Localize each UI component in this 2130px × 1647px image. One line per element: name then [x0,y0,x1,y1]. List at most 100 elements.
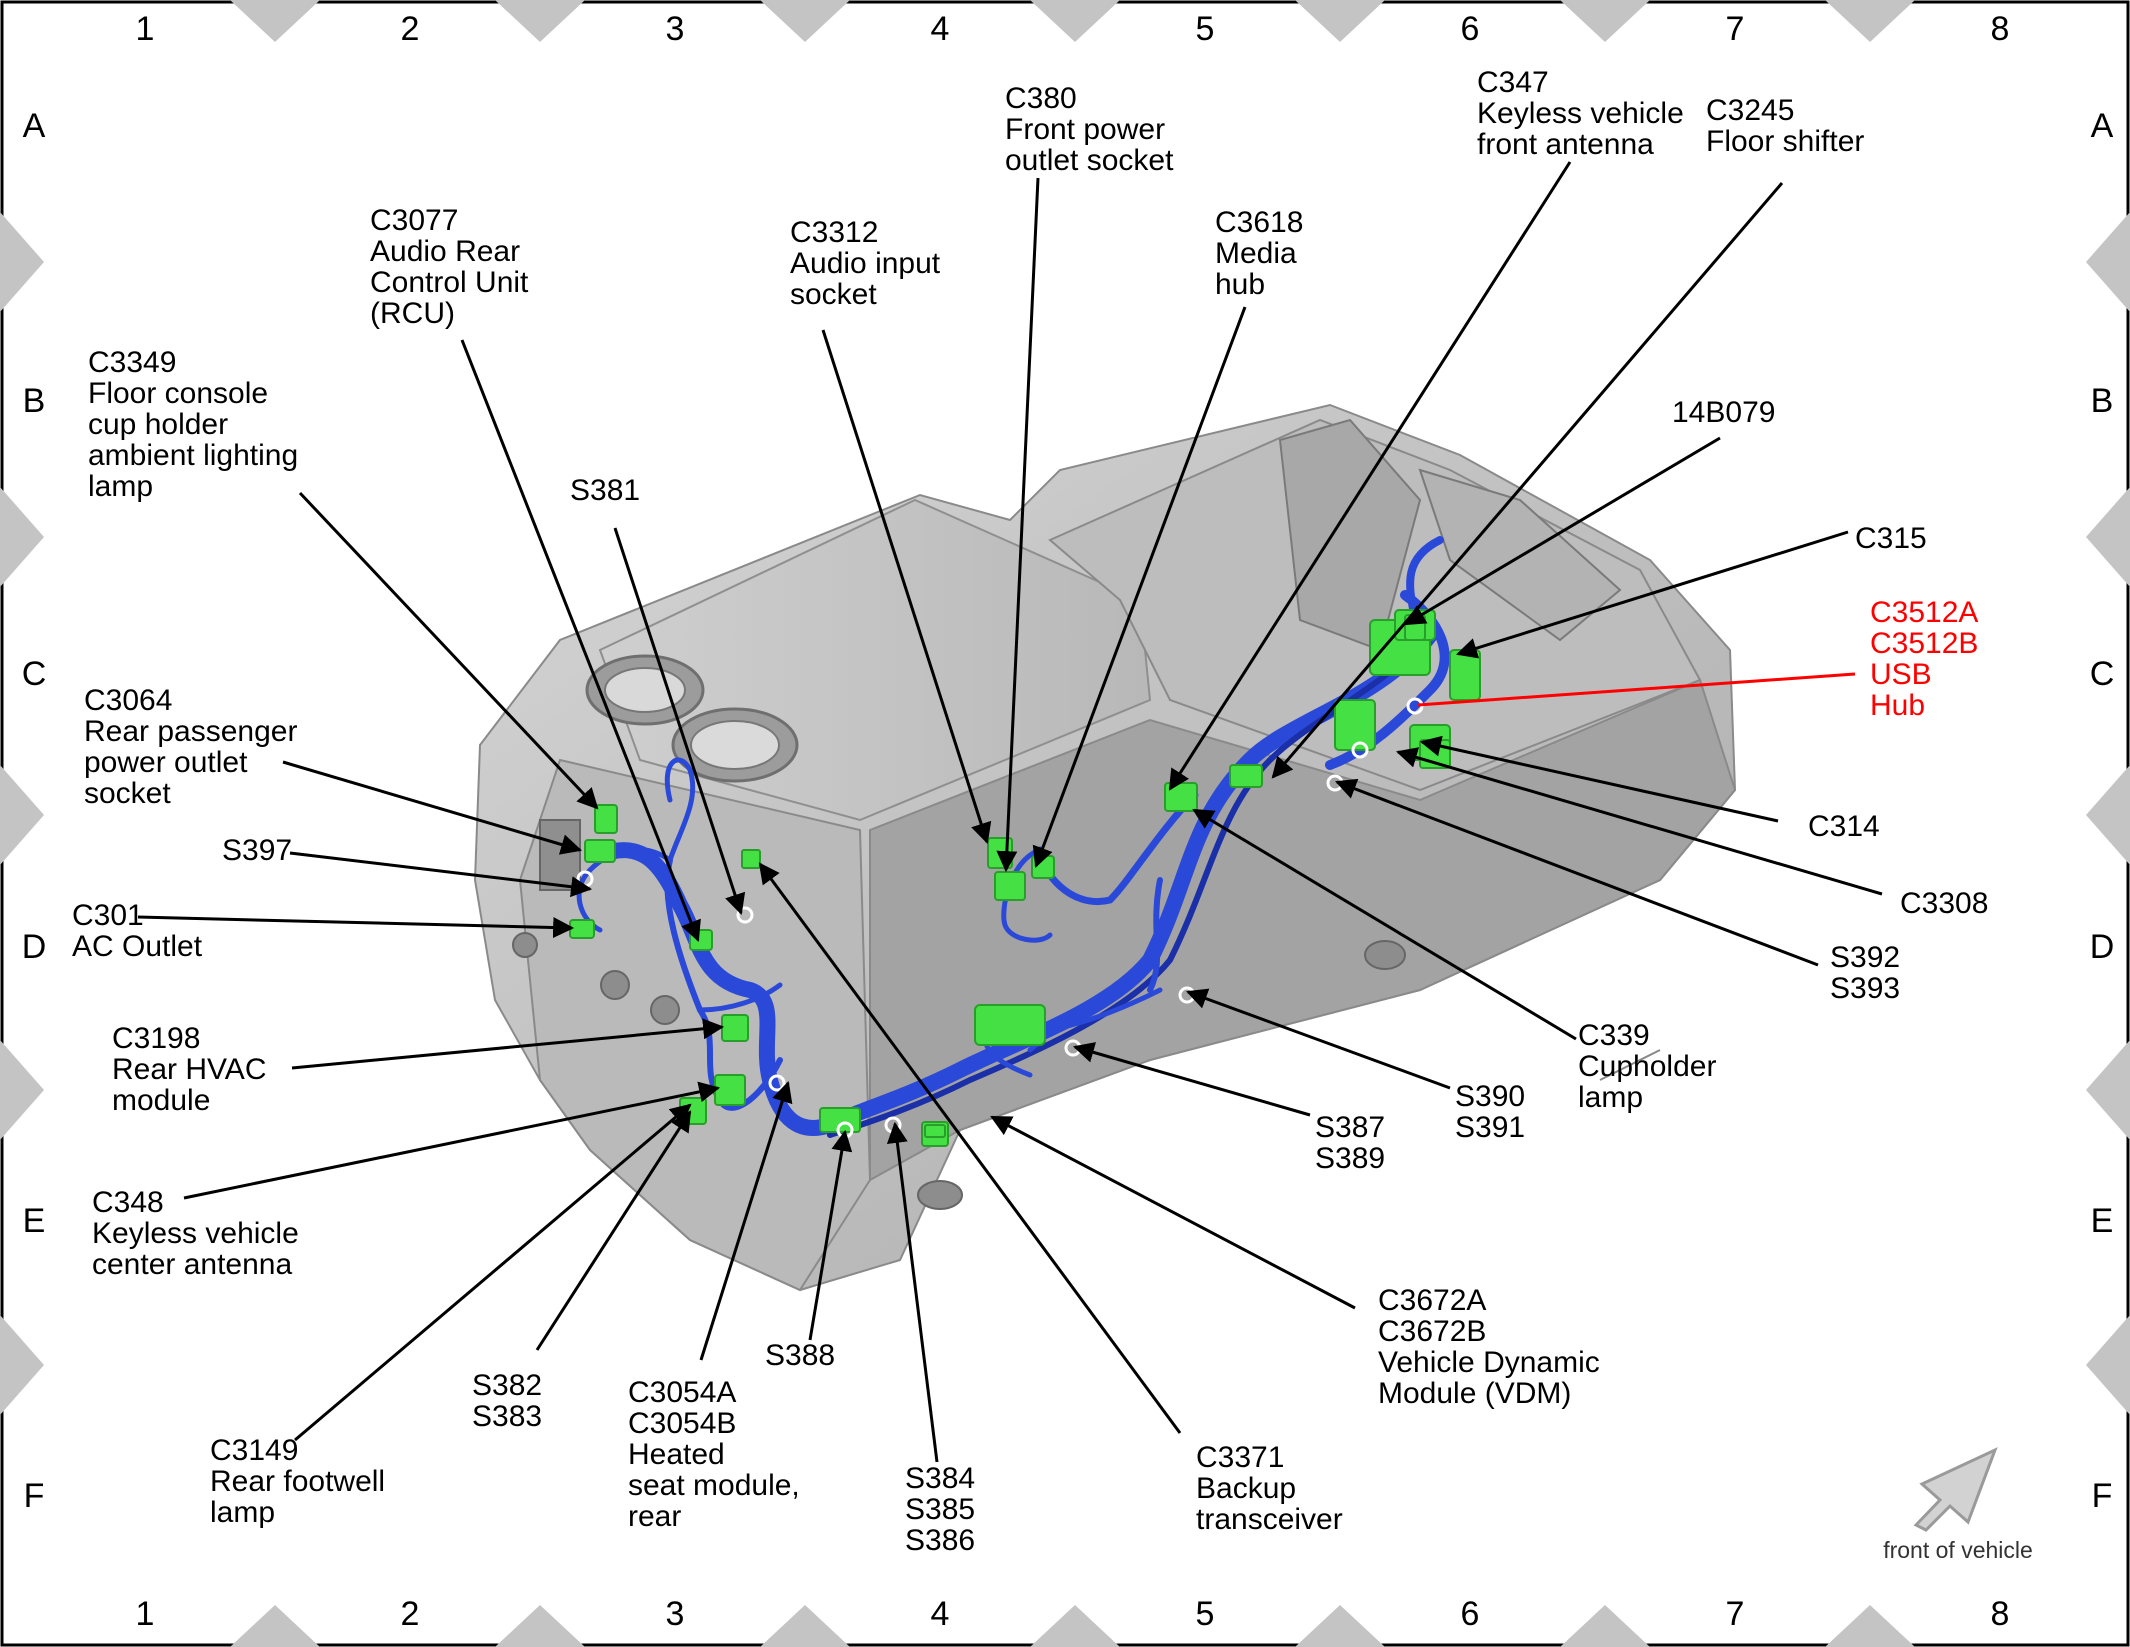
grid-row-left-E: E [23,1202,46,1240]
label-s381-line-0: S381 [570,474,640,507]
label-c3672-line-0: C3672A [1378,1284,1486,1317]
grid-row-left-B: B [23,382,46,420]
label-14b079: 14B079 [1672,396,1775,429]
leader-c3312 [821,329,992,844]
grid-row-right-B: B [2091,382,2114,420]
leader-c315 [1455,530,1849,659]
grid-row-left-F: F [24,1477,45,1515]
leader-c314 [1419,735,1779,823]
grid-column-bottom-1: 1 [136,1595,155,1633]
grid-row-right-C: C [2090,655,2115,693]
label-s397-line-0: S397 [222,834,292,867]
leader-c348 [183,1081,721,1200]
label-c315: C315 [1855,522,1927,555]
label-c3512-line-3: Hub [1870,689,1925,722]
label-c3672-line-2: Vehicle Dynamic [1378,1346,1600,1379]
label-s397: S397 [222,834,292,867]
label-s392-line-0: S392 [1830,941,1900,974]
grid-row-left-A: A [23,107,46,145]
label-c3672-line-1: C3672B [1378,1315,1486,1348]
label-c3077-line-2: Control Unit [370,266,529,299]
label-c3312-line-0: C3312 [790,216,878,249]
grid-column-top-7: 7 [1726,10,1745,48]
leader-c339 [1192,808,1577,1041]
grid-column-bottom-2: 2 [401,1595,420,1633]
label-c3349-line-4: lamp [88,470,153,503]
grid-column-top-2: 2 [401,10,420,48]
label-c3349-line-3: ambient lighting [88,439,298,472]
label-c3149-line-1: Rear footwell [210,1465,385,1498]
label-c3618-line-2: hub [1215,268,1265,301]
grid-column-bottom-6: 6 [1461,1595,1480,1633]
label-c3054-line-0: C3054A [628,1376,736,1409]
leader-c347 [1168,161,1572,791]
label-c3198-line-2: module [112,1084,210,1117]
grid-column-bottom-3: 3 [666,1595,685,1633]
leader-s382 [535,1110,692,1351]
leader-s397 [289,851,593,898]
label-c348-line-2: center antenna [92,1248,292,1281]
leader-s392 [1335,778,1819,967]
label-c3198-line-0: C3198 [112,1022,200,1055]
grid-row-right-E: E [2091,1202,2114,1240]
label-c315-line-0: C315 [1855,522,1927,555]
label-c314-line-0: C314 [1808,810,1880,843]
grid-column-top-5: 5 [1196,10,1215,48]
label-c3064-line-3: socket [84,777,171,810]
leader-c3618 [1032,306,1247,868]
leader-c3512 [1417,672,1856,707]
label-c3245-line-1: Floor shifter [1706,125,1864,158]
leader-s388 [808,1129,853,1341]
label-c348-line-1: Keyless vehicle [92,1217,299,1250]
label-c3054-line-4: rear [628,1500,681,1533]
label-c380-line-0: C380 [1005,82,1077,115]
grid-row-right-F: F [2092,1477,2113,1515]
label-c3308-line-0: C3308 [1900,887,1988,920]
label-s384-line-0: S384 [905,1462,975,1495]
label-c380-line-1: Front power [1005,113,1165,146]
leader-lines [137,161,1883,1463]
label-c347-line-2: front antenna [1477,128,1654,161]
leader-s387 [1072,1042,1311,1117]
label-c3064-line-2: power outlet [84,746,248,779]
label-c3618-line-1: Media [1215,237,1297,270]
label-s387-line-0: S387 [1315,1111,1385,1144]
leader-c380 [996,177,1040,873]
leader-c3371 [758,862,1182,1434]
label-s390-line-0: S390 [1455,1080,1525,1113]
label-c3672-line-3: Module (VDM) [1378,1377,1571,1410]
label-c3077-line-3: (RCU) [370,297,455,330]
label-c3054-line-1: C3054B [628,1407,736,1440]
label-c3077-line-1: Audio Rear [370,235,520,268]
leader-c3054 [699,1080,793,1361]
label-s382-line-1: S383 [472,1400,542,1433]
label-c3371-line-2: transceiver [1196,1503,1343,1536]
floor-console-illustration [473,403,1737,1292]
label-c3618-line-0: C3618 [1215,206,1303,239]
label-c3349-line-1: Floor console [88,377,268,410]
label-s382-line-0: S382 [472,1369,542,1402]
grid-column-top-4: 4 [931,10,950,48]
label-c301-line-0: C301 [72,899,144,932]
label-c348-line-0: C348 [92,1186,164,1219]
label-14b079-line-0: 14B079 [1672,396,1775,429]
label-s381: S381 [570,474,640,507]
leader-c3245 [1271,182,1784,779]
leader-s384 [886,1121,939,1463]
